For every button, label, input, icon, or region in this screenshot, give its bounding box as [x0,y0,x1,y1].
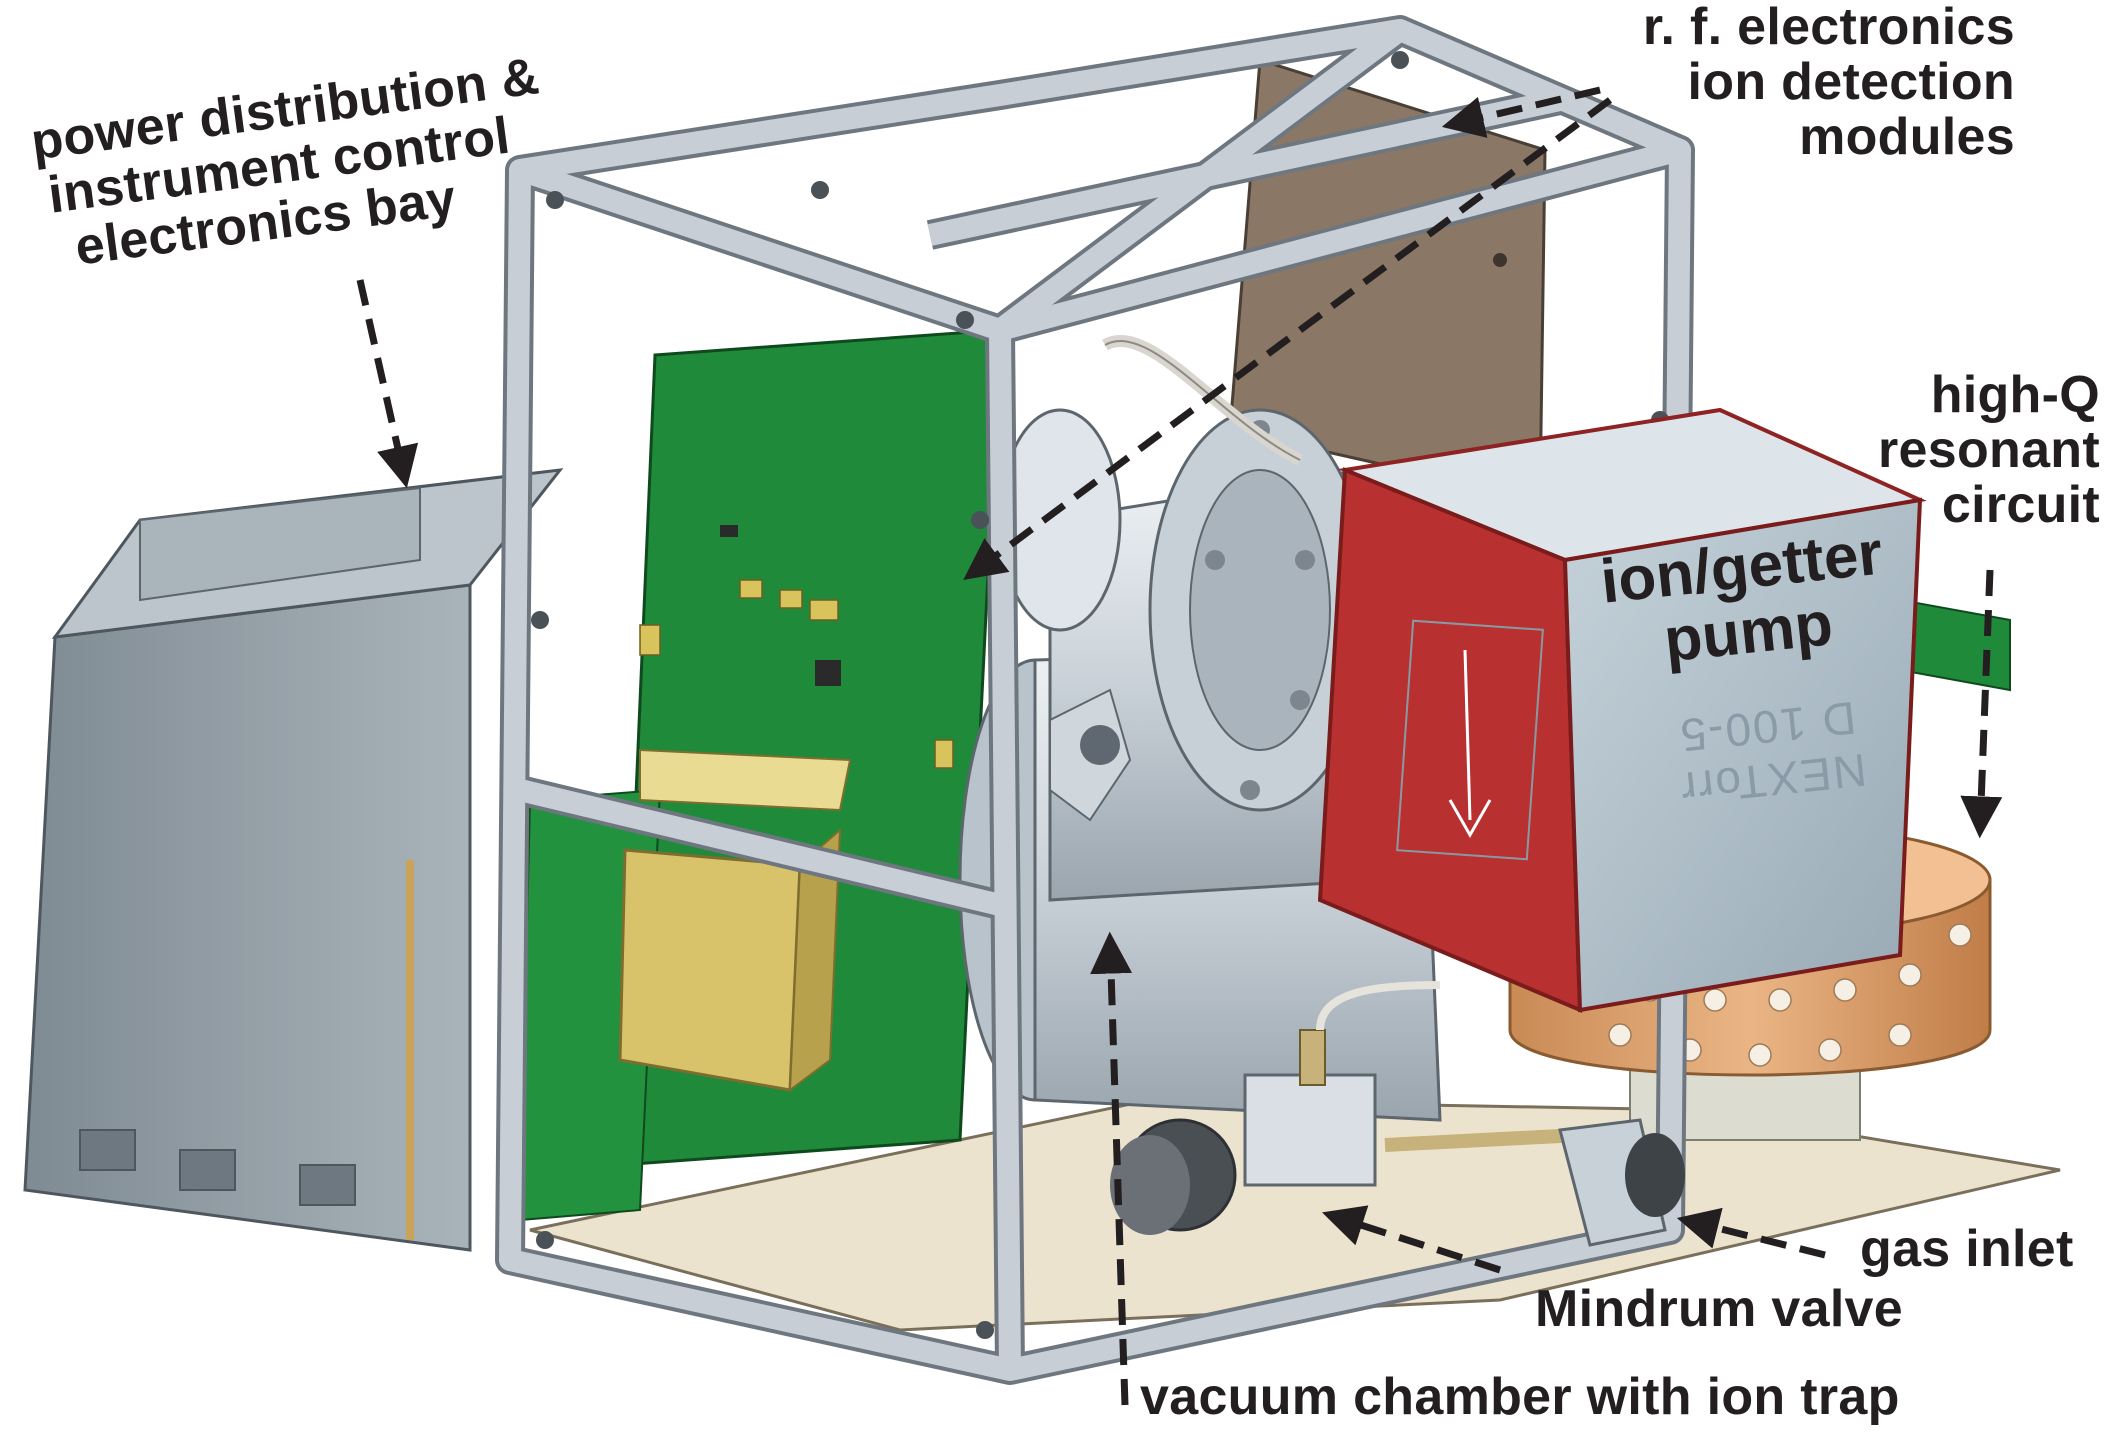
callout-mindrum-valve: Mindrum valve [1535,1280,1904,1338]
callout-resonant-line-3: circuit [1941,476,2100,535]
callout-rf-line-2: ion detection [1687,53,2015,112]
ion-getter-pump [1317,407,1927,1014]
callout-resonant-line-2: resonant [1877,421,2100,480]
callout-rf-line-3: modules [1799,108,2015,167]
arrow-rf-pcb [963,97,1613,581]
arrow-gas-inlet [1676,1207,1826,1259]
electronics-bay [23,468,564,1252]
callout-resonant-circuit: high-Q resonant circuit [1800,366,2100,535]
gas-inlet-fitting [1558,1118,1685,1247]
callout-vacuum-chamber: vacuum chamber with ion trap [1140,1368,1900,1426]
callout-gas-inlet: gas inlet [1860,1220,2074,1278]
arrow-mindrum-valve [1322,1205,1502,1274]
arrow-rf-board [1441,86,1601,138]
gold-component [618,748,852,1093]
arrow-resonant-circuit [1960,569,2003,839]
callout-resonant-line-1: high-Q [1930,366,2100,424]
arrow-power-bay [356,279,419,489]
callout-arrows [356,86,2003,1406]
callout-rf-line-1: r. f. electronics [1642,0,2015,56]
mindrum-valve [1110,981,1581,1235]
callout-rf-electronics: r. f. electronics ion detection modules [1560,0,2015,165]
